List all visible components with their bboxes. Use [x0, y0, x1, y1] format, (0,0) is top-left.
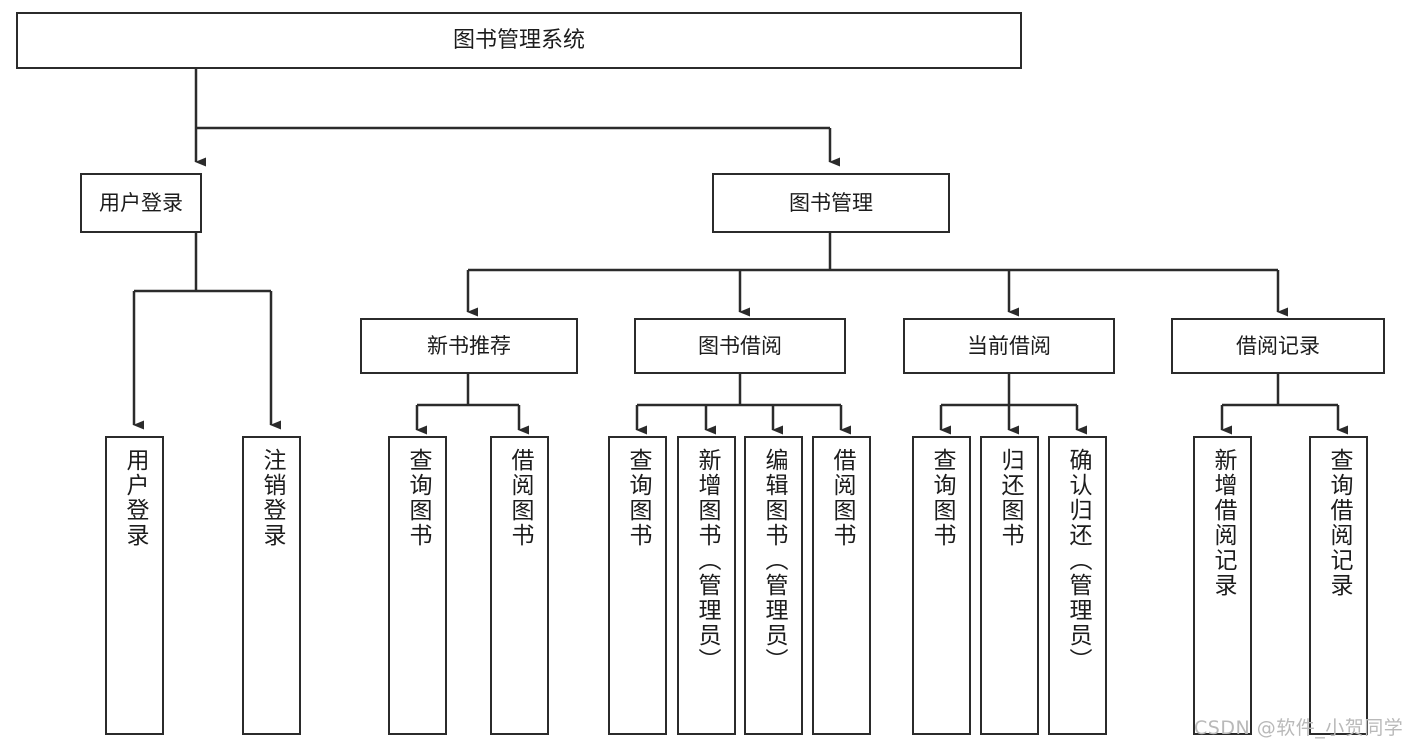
node-leaf-confirm-return-admin[interactable]: 确认归还（管理员） [1048, 436, 1107, 735]
node-leaf-edit-book-admin-label: 编辑图书（管理员） [761, 448, 787, 673]
node-leaf-logout-login-label: 注销登录 [259, 448, 285, 548]
node-leaf-query-book-2-label: 查询图书 [625, 448, 651, 548]
node-leaf-borrow-book-1[interactable]: 借阅图书 [490, 436, 549, 735]
node-new-book-recommend[interactable]: 新书推荐 [360, 318, 578, 374]
node-current-borrow-label: 当前借阅 [967, 333, 1051, 358]
node-leaf-logout-login[interactable]: 注销登录 [242, 436, 301, 735]
node-leaf-return-book[interactable]: 归还图书 [980, 436, 1039, 735]
node-leaf-add-book-admin[interactable]: 新增图书（管理员） [677, 436, 736, 735]
node-new-book-recommend-label: 新书推荐 [427, 333, 511, 358]
node-borrow-record[interactable]: 借阅记录 [1171, 318, 1385, 374]
node-leaf-user-login-label: 用户登录 [122, 448, 148, 548]
node-leaf-query-book-2[interactable]: 查询图书 [608, 436, 667, 735]
node-current-borrow[interactable]: 当前借阅 [903, 318, 1115, 374]
node-leaf-borrow-book-1-label: 借阅图书 [507, 448, 533, 548]
node-book-manage-label: 图书管理 [789, 190, 873, 215]
node-leaf-confirm-return-admin-label: 确认归还（管理员） [1065, 448, 1091, 673]
node-user-login[interactable]: 用户登录 [80, 173, 202, 233]
node-book-manage[interactable]: 图书管理 [712, 173, 950, 233]
node-leaf-edit-book-admin[interactable]: 编辑图书（管理员） [744, 436, 803, 735]
node-leaf-add-borrow-record[interactable]: 新增借阅记录 [1193, 436, 1252, 735]
node-leaf-user-login[interactable]: 用户登录 [105, 436, 164, 735]
node-root-label: 图书管理系统 [452, 27, 585, 53]
node-leaf-add-book-admin-label: 新增图书（管理员） [694, 448, 720, 673]
node-leaf-query-book-1-label: 查询图书 [405, 448, 431, 548]
node-leaf-query-book-1[interactable]: 查询图书 [388, 436, 447, 735]
node-leaf-query-borrow-record[interactable]: 查询借阅记录 [1309, 436, 1368, 735]
node-borrow-record-label: 借阅记录 [1236, 333, 1320, 358]
node-leaf-query-borrow-record-label: 查询借阅记录 [1326, 448, 1352, 598]
node-leaf-query-book-3-label: 查询图书 [929, 448, 955, 548]
node-root-system[interactable]: 图书管理系统 [16, 12, 1022, 69]
node-leaf-return-book-label: 归还图书 [997, 448, 1023, 548]
node-leaf-borrow-book-2-label: 借阅图书 [829, 448, 855, 548]
node-leaf-query-book-3[interactable]: 查询图书 [912, 436, 971, 735]
node-leaf-add-borrow-record-label: 新增借阅记录 [1210, 448, 1236, 598]
node-book-borrow[interactable]: 图书借阅 [634, 318, 846, 374]
node-user-login-label: 用户登录 [99, 190, 183, 215]
node-book-borrow-label: 图书借阅 [698, 333, 782, 358]
node-leaf-borrow-book-2[interactable]: 借阅图书 [812, 436, 871, 735]
csdn-watermark: CSDN @软件_小贺同学 [1194, 717, 1404, 739]
